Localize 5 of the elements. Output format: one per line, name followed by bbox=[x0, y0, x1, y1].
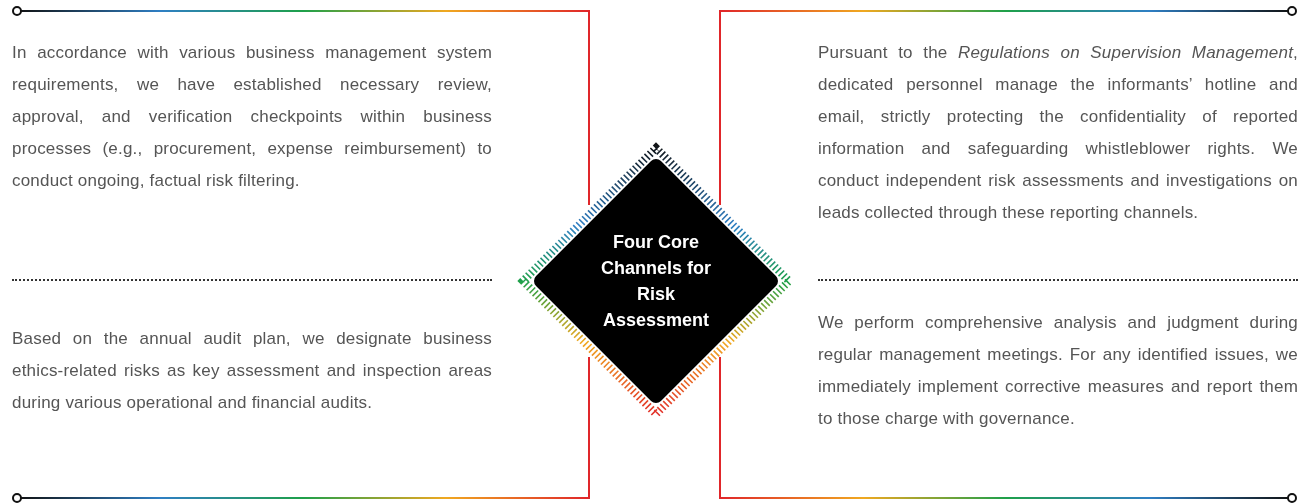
paragraph: In accordance with various business management system requirements, we have established necessary review, approval, and verification checkpoints within business processes (e.g., procurement, expense reimbursement) to conduct ongoing, factual risk filtering. bbox=[12, 42, 492, 192]
paragraph: We perform comprehensive analysis and judgment during regular management meetings. For any identified issues, we immediately implement corrective measures and report them to those charge with governance. bbox=[818, 312, 1298, 430]
paragraph: Based on the annual audit plan, we designate business ethics-related risks as key assessment and inspection areas during various operational and financial audits. bbox=[12, 328, 492, 414]
diamond-title: Four Core Channels for Risk Assessment bbox=[600, 231, 712, 332]
paragraph: Pursuant to the Regulations on Supervision Management, dedicated personnel manage the informants’ hotline and email, strictly protecting the confidentiality of reported information and safeguarding whistleblower rights. We conduct independent risk assessments and investigations on leads collected through these reporting channels. bbox=[818, 42, 1298, 224]
